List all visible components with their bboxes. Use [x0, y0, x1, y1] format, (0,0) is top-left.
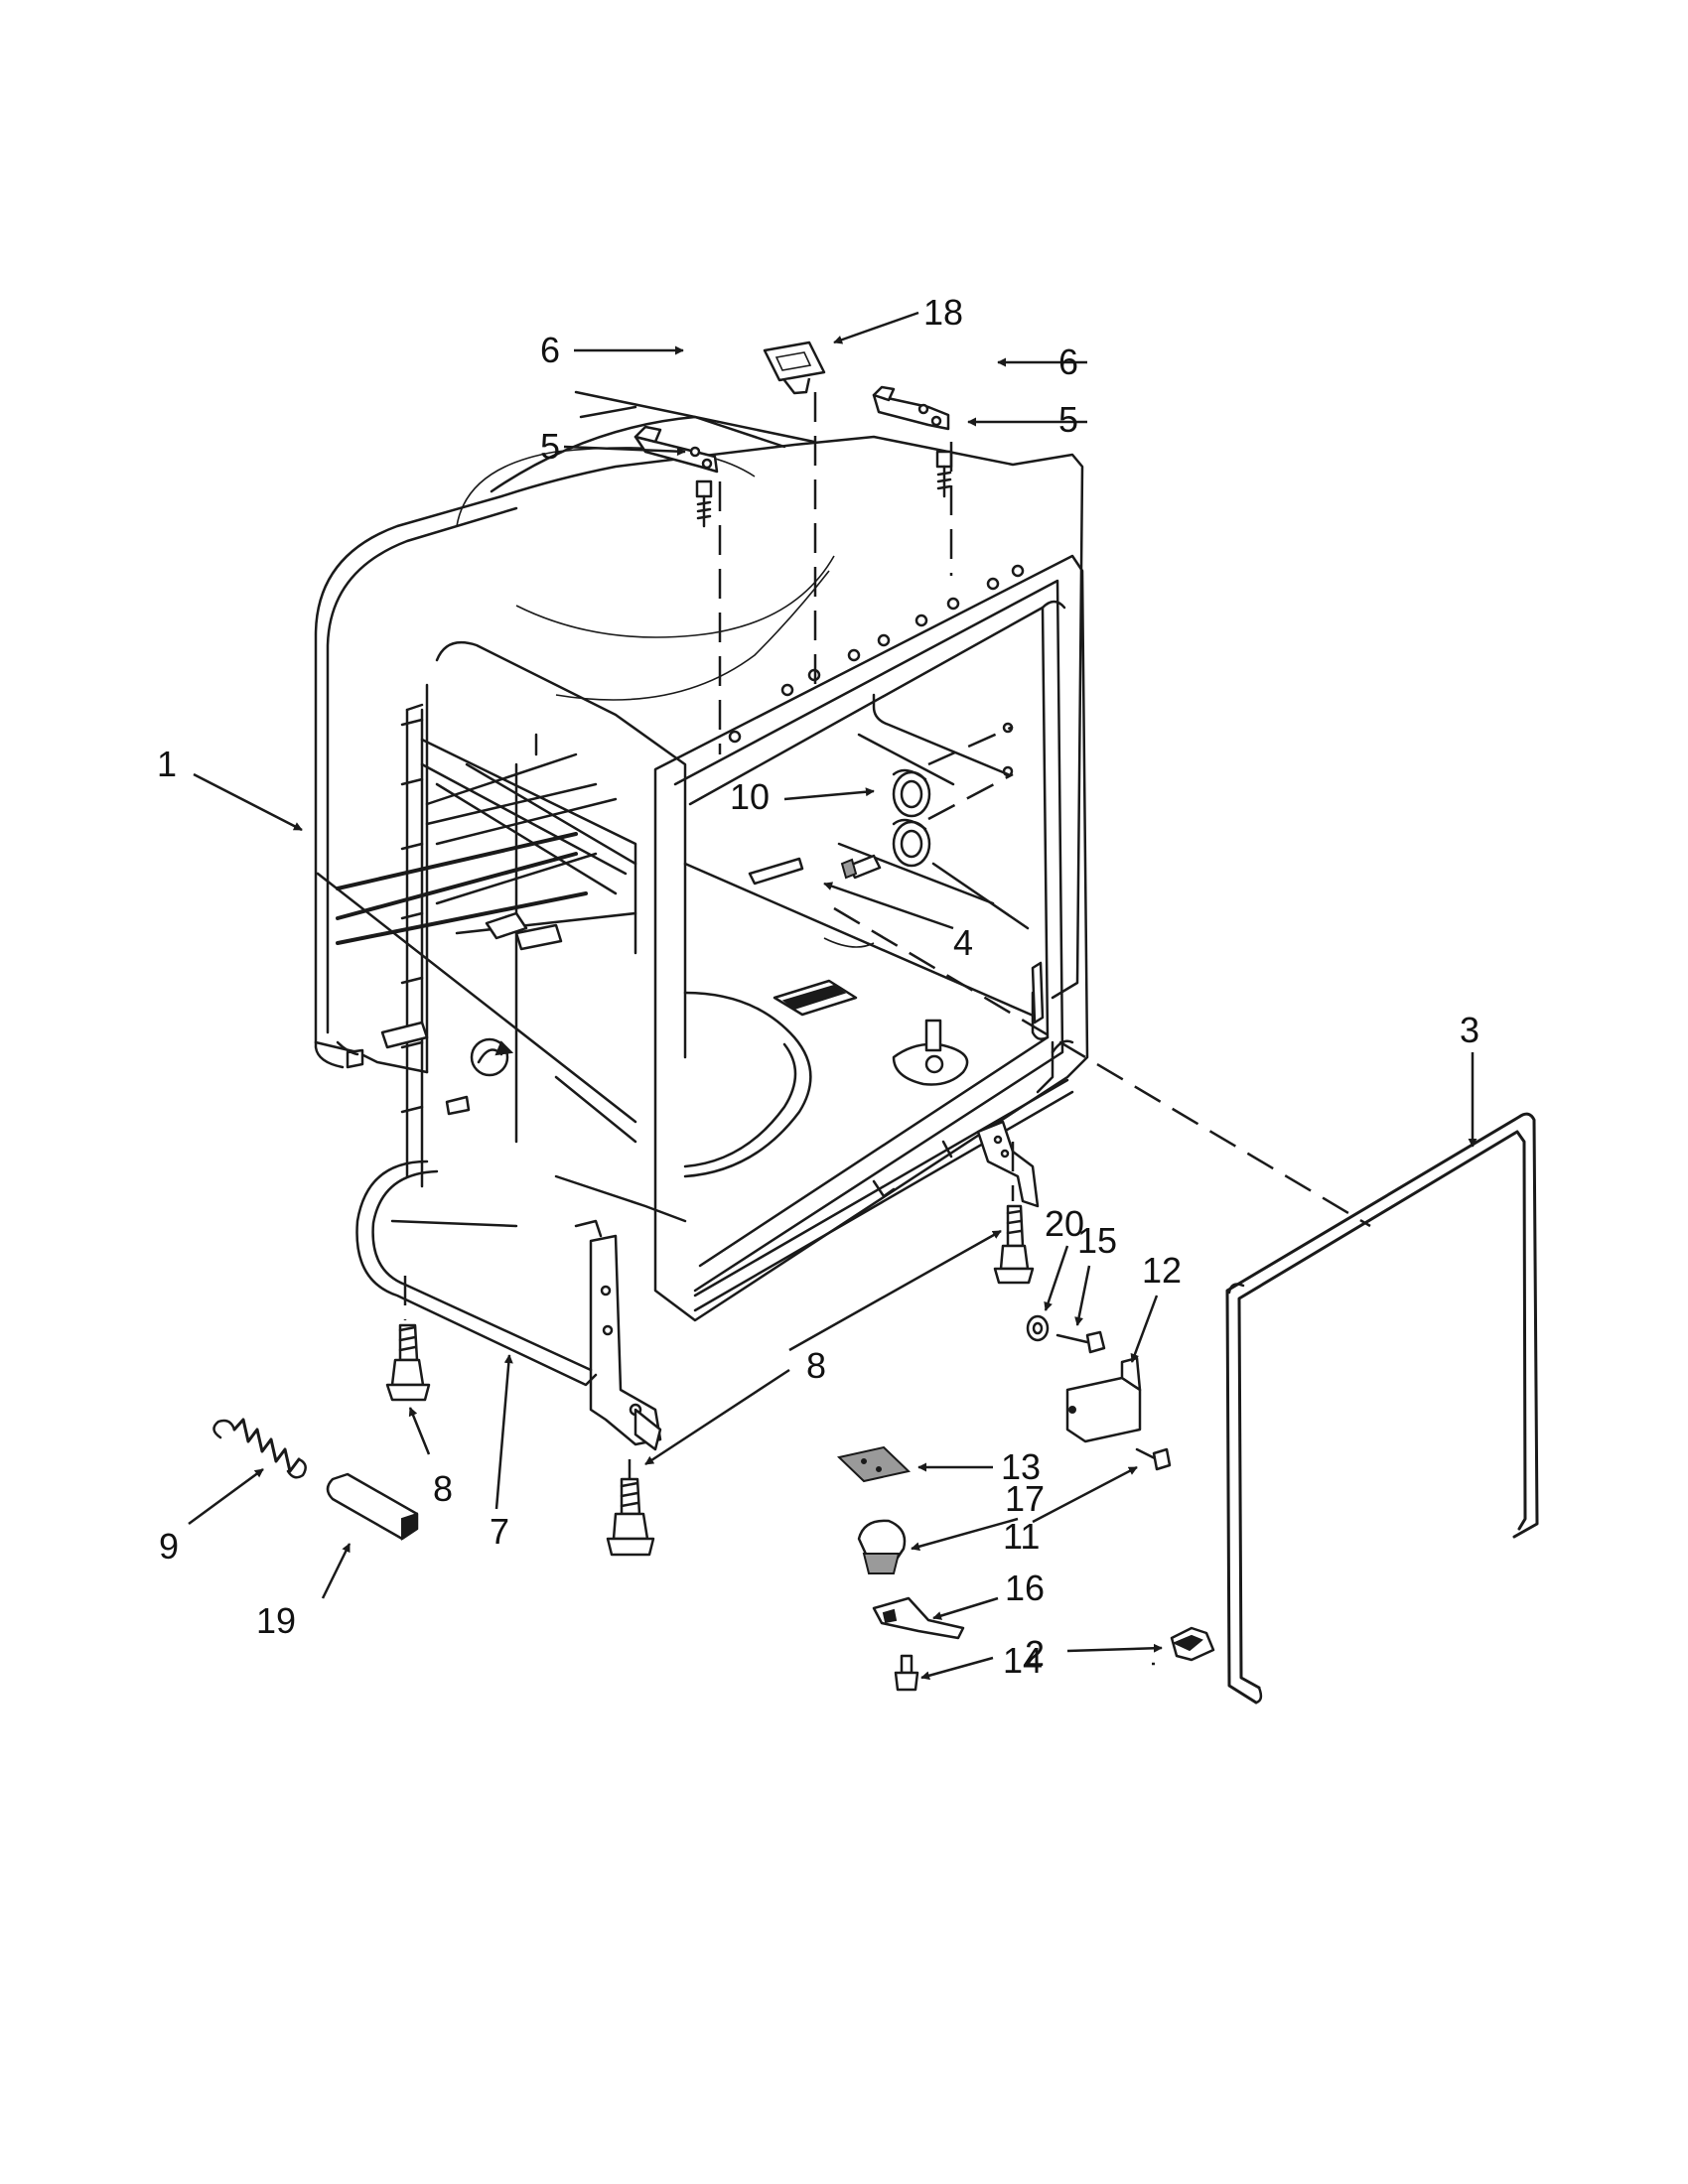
tub-assembly	[314, 390, 1089, 1451]
callout-15: 15	[1077, 1220, 1117, 1261]
callout-14: 14	[1003, 1640, 1043, 1681]
callout-2: 2	[1025, 1633, 1045, 1674]
part-8-leg-bottom	[606, 1477, 655, 1557]
part-3-door-gasket	[1225, 1112, 1539, 1705]
callout-13: 13	[1001, 1446, 1041, 1487]
callout-5-right: 5	[1058, 399, 1078, 440]
callout-9: 9	[159, 1526, 179, 1567]
part-18-clip	[763, 341, 826, 395]
leader-arrows	[188, 311, 1477, 1681]
part-7-door-cable	[355, 1160, 598, 1387]
part-11-screw	[1135, 1447, 1172, 1471]
callout-10: 10	[730, 776, 770, 817]
callout-20: 20	[1045, 1203, 1084, 1244]
part-8-leg-right	[993, 1204, 1035, 1285]
callout-labels: 1 2 3 4 5 5 6 6 7 8 8 9 10 11 12 13 14 1…	[157, 292, 1479, 1681]
callout-8-left: 8	[433, 1468, 453, 1509]
part-19-pad	[326, 1472, 419, 1541]
assembly-lines	[403, 392, 1371, 1479]
part-8-leg-left	[385, 1323, 431, 1402]
callout-17: 17	[1005, 1478, 1045, 1519]
part-9-spring	[212, 1418, 307, 1479]
part-5-screw-left	[695, 479, 713, 528]
callout-12: 12	[1142, 1250, 1182, 1291]
part-12-bracket	[1065, 1356, 1142, 1443]
part-17-thermostat	[857, 1519, 907, 1574]
callout-19: 19	[256, 1600, 296, 1641]
part-2-latch	[1170, 1626, 1215, 1662]
callout-7: 7	[490, 1511, 509, 1552]
callout-8-center: 8	[806, 1345, 826, 1386]
part-13-pad	[836, 1445, 912, 1483]
part-5-screw-right	[935, 450, 953, 498]
part-20-washer	[1026, 1314, 1050, 1342]
callout-5-left: 5	[540, 426, 560, 467]
part-6-bracket-left	[633, 425, 719, 474]
part-10-grommets	[892, 768, 931, 868]
callout-6-right: 6	[1058, 341, 1078, 382]
callout-18: 18	[923, 292, 963, 333]
part-4-screw	[840, 854, 882, 880]
part-15-screw	[1055, 1330, 1106, 1354]
callout-11: 11	[1003, 1516, 1040, 1557]
part-16-bracket	[872, 1596, 965, 1640]
part-6-bracket-right	[872, 385, 950, 431]
part-14-screw	[894, 1654, 919, 1692]
callout-3: 3	[1460, 1010, 1479, 1050]
callout-4: 4	[953, 922, 973, 963]
callout-6-left: 6	[540, 330, 560, 370]
callout-1: 1	[157, 744, 177, 784]
callout-16: 16	[1005, 1568, 1045, 1608]
